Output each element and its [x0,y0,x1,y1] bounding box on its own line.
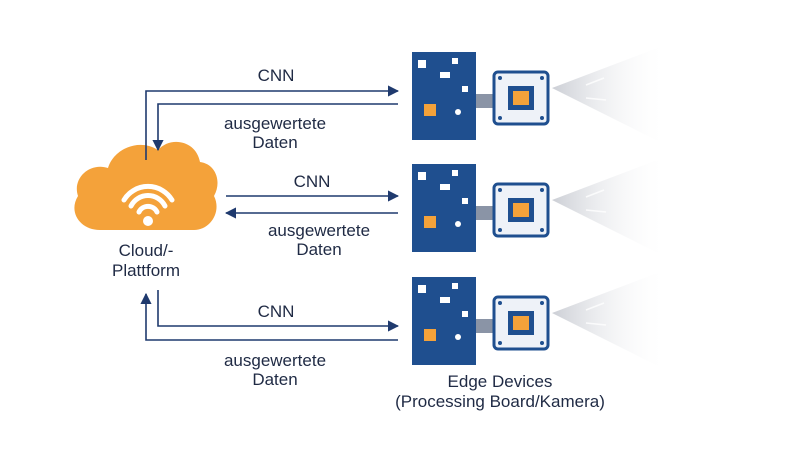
cnn-arrow-3 [157,290,400,332]
row2-data-label-2: Daten [296,240,342,259]
processing-board [412,164,476,252]
row1-cnn-label: CNN [257,66,295,85]
processing-board [412,277,476,365]
lens [513,91,529,105]
camera-beam [552,269,668,371]
edge-device-2 [412,156,668,258]
row3-cnn-label: CNN [257,302,295,321]
lens [513,203,529,217]
data-arrow-1 [152,103,398,152]
row2-data-label-1: ausgewertete [267,221,371,240]
row1-data-label-1: ausgewertete [223,114,327,133]
camera-beam [552,44,668,146]
data-arrow-3 [140,292,398,341]
cloud-label-line1: Cloud/- [118,241,174,260]
chip [424,216,436,228]
wifi-dot [143,216,153,226]
cloud-label-line2: Plattform [111,261,181,280]
cnn-arrow-1 [145,85,400,160]
row1-data-label-2: Daten [252,133,298,152]
chip [424,104,436,116]
row-1-arrows [145,85,400,160]
edge-device-3 [412,269,668,371]
row3-data-label-1: ausgewertete [223,351,327,370]
row2-cnn-label: CNN [293,172,331,191]
row3-data-label-2: Daten [252,370,298,389]
chip [424,329,436,341]
wifi-icon [121,183,175,215]
devices-caption-line2: (Processing Board/Kamera) [395,392,605,411]
row-3-arrows [140,290,400,341]
processing-board [412,52,476,140]
lens [513,316,529,330]
devices-caption-line1: Edge Devices [447,372,553,391]
cloud-icon [74,141,218,230]
camera-beam [552,156,668,258]
row-2-arrows [224,190,400,219]
edge-device-1 [412,44,668,146]
